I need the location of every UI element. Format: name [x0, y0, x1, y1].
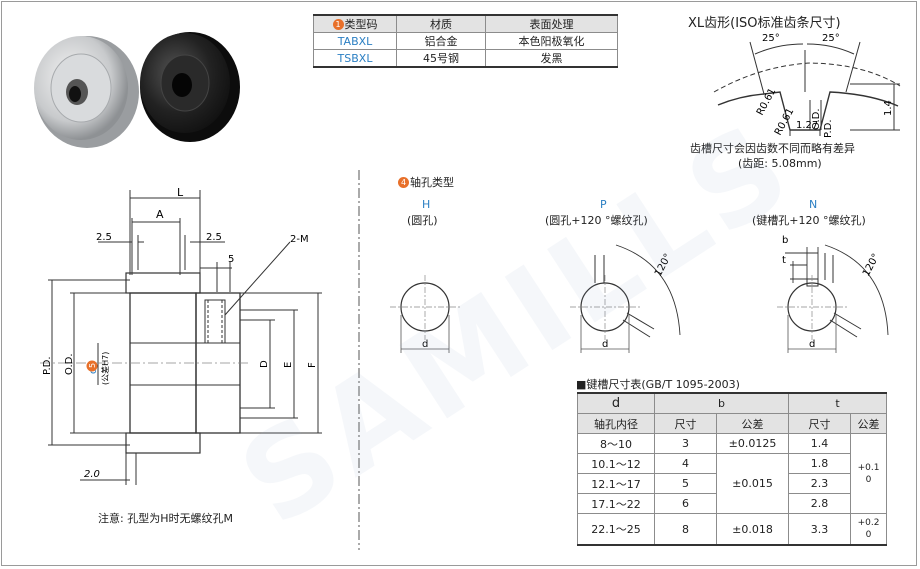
dim-A: A	[156, 208, 164, 221]
material-header-material: 材质	[396, 14, 486, 33]
keyway-header-bore: 轴孔内径	[577, 413, 655, 434]
tooth-profile-title: XL齿形(ISO标准齿条尺寸)	[688, 16, 841, 31]
aluminium-pulley-image	[34, 36, 139, 148]
dim-L: L	[177, 186, 184, 199]
keyway-table: d b t 轴孔内径 尺寸 公差 尺寸 公差 8～10 3 ±0.0125 1.…	[577, 392, 887, 546]
tooth-profile-diagram: 25° 25° R0.61 R0.61 1.27 1.4 O.D. P.D.	[713, 33, 901, 138]
dim-2-5-right: 2.5	[206, 232, 222, 243]
tooth-angle-right: 25°	[822, 33, 840, 44]
dim-5: 5	[228, 254, 234, 265]
bore-n-t: t	[782, 255, 786, 266]
table-row: 12.1～17 5 2.3	[577, 473, 887, 494]
bore-h-d: d	[422, 339, 428, 350]
tooth-depth: 1.4	[883, 100, 894, 116]
product-photo	[34, 32, 240, 148]
bore-type-h-code: H	[422, 198, 431, 211]
bore-n-angle: 120°	[861, 252, 882, 278]
tooth-angle-left: 25°	[762, 33, 780, 44]
keyway-header-b-tol: 公差	[716, 413, 789, 434]
table-row: 17.1～22 6 2.8	[577, 493, 887, 514]
dim-d-tolerance: (公差H7)	[100, 352, 110, 385]
d-badge	[86, 360, 98, 372]
bore-type-p-code: P	[600, 198, 607, 211]
bore-p-d: d	[602, 339, 608, 350]
bore-type-drawings: d d d 120° 120° b t	[390, 235, 889, 353]
section-divider	[358, 170, 360, 550]
keyway-header-b: b	[654, 392, 789, 414]
tooth-width: 1.27	[796, 120, 818, 131]
thread-label: 2-M	[290, 234, 309, 245]
tooth-note-1: 齿槽尺寸会因齿数不同而略有差异	[690, 142, 855, 155]
keyway-header-b-size: 尺寸	[654, 413, 717, 434]
dim-2-0: 2.0	[84, 469, 100, 480]
pulley-main-drawing: L A 2.5 2.5 5 2-M P.D. O.D. d (公差H7) 5 D…	[40, 186, 322, 485]
keyway-table-title: ■键槽尺寸表(GB/T 1095-2003)	[576, 378, 740, 391]
bore-type-n-desc: (键槽孔+120 °螺纹孔)	[752, 214, 866, 227]
keyway-header-d: d	[577, 392, 655, 414]
keyway-header-t: t	[788, 392, 887, 414]
table-row: 10.1～12 4 ±0.015 1.8	[577, 453, 887, 514]
table-row: TABXL 铝合金 本色阳极氧化	[313, 32, 618, 50]
dim-2-5-left: 2.5	[96, 232, 112, 243]
bore-type-p-desc: (圆孔+120 °螺纹孔)	[545, 214, 648, 227]
material-header-surface: 表面处理	[485, 14, 618, 33]
bore-type-n-code: N	[809, 198, 818, 211]
bore-n-d: d	[809, 339, 815, 350]
table-row: TSBXL 45号钢 发黑	[313, 49, 618, 68]
keyway-header-t-size: 尺寸	[788, 413, 851, 434]
black-pulley-image	[140, 32, 240, 142]
dim-OD: O.D.	[64, 353, 75, 375]
keyway-header-t-tol: 公差	[850, 413, 887, 434]
bore-type-h-desc: (圆孔)	[407, 214, 438, 227]
dim-E: E	[283, 362, 294, 368]
drawing-note: 注意: 孔型为H时无螺纹孔M	[98, 512, 233, 525]
bore-p-angle: 120°	[653, 252, 674, 278]
tooth-radius-top: R0.61	[755, 86, 778, 117]
tooth-pd: P.D.	[823, 119, 834, 138]
dim-PD: P.D.	[42, 356, 53, 375]
tooth-radius-bottom: R0.61	[773, 106, 796, 137]
dim-F: F	[307, 362, 318, 368]
bore-n-b: b	[782, 235, 788, 246]
tooth-od: O.D.	[811, 108, 822, 130]
svg-text:5: 5	[88, 363, 97, 368]
tooth-note-2: (齿距: 5.08mm)	[738, 157, 822, 170]
dim-D: D	[259, 360, 270, 368]
